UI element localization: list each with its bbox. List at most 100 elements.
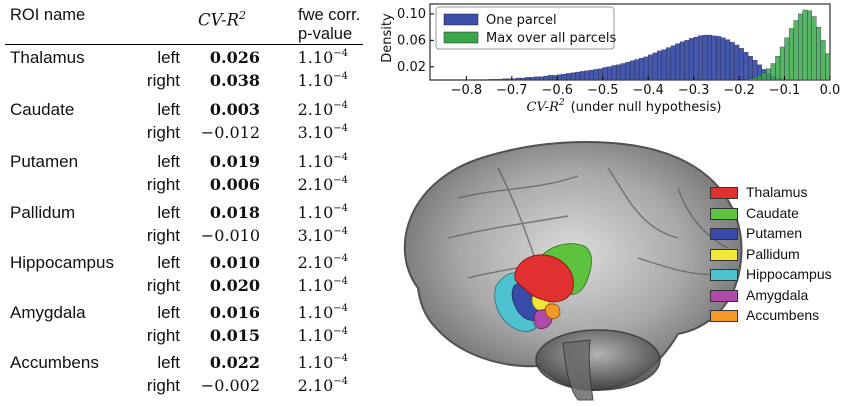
- histogram-bar: [553, 75, 558, 80]
- histogram-bar: [762, 73, 767, 80]
- histogram-bar: [689, 38, 694, 80]
- histogram-bar: [571, 73, 576, 80]
- y-tick-label: 0.02: [397, 60, 426, 75]
- x-tick-label: −0.8: [451, 83, 483, 98]
- hemisphere-cell: left: [130, 152, 180, 172]
- pvalue-cell: 1.10−4: [272, 48, 348, 67]
- legend-swatch: [710, 228, 738, 240]
- pvalue-exponent: −4: [333, 175, 348, 186]
- pvalue-mantissa: 1.10: [298, 203, 334, 222]
- brain-3d-image: [378, 128, 843, 402]
- pvalue-mantissa: 2.10: [298, 100, 334, 119]
- x-tick-label: −0.7: [496, 83, 528, 98]
- histogram-bar: [671, 46, 676, 80]
- histogram-bar: [807, 11, 812, 80]
- histogram-bar: [812, 17, 817, 80]
- x-tick-label: −0.6: [541, 83, 573, 98]
- header-pvalue-line2: p-value: [298, 25, 352, 44]
- cv-r2-cell: 0.022: [188, 353, 260, 372]
- hemisphere-cell: left: [130, 353, 180, 373]
- pvalue-mantissa: 3.10: [298, 123, 334, 142]
- histogram-bar: [789, 28, 794, 80]
- histogram-bar: [748, 79, 753, 80]
- histogram-bar: [644, 57, 649, 80]
- histogram-bar: [498, 79, 503, 80]
- histogram-bar: [639, 58, 644, 80]
- pvalue-cell: 2.10−4: [272, 100, 348, 119]
- histogram-bar: [716, 36, 721, 80]
- histogram-bar: [739, 48, 744, 80]
- x-tick-label: −0.3: [678, 83, 710, 98]
- histogram-bar: [798, 14, 803, 80]
- histogram-bar: [616, 65, 621, 80]
- roi-name-cell: Caudate: [10, 100, 74, 120]
- hemisphere-cell: right: [130, 71, 180, 91]
- histogram-bar: [780, 47, 785, 80]
- histogram-bar: [680, 42, 685, 80]
- histogram-bar: [585, 71, 590, 80]
- histogram-legend-swatch: [444, 32, 478, 43]
- histogram-bar: [489, 79, 494, 80]
- pvalue-exponent: −4: [333, 71, 348, 82]
- histogram-bar: [653, 53, 658, 80]
- cv-r2-cell: 0.020: [188, 276, 260, 295]
- hemisphere-cell: left: [130, 253, 180, 273]
- x-tick-label: 0.0: [820, 83, 841, 98]
- histogram-bar: [662, 50, 667, 80]
- hemisphere-cell: right: [130, 175, 180, 195]
- pvalue-cell: 2.10−4: [272, 376, 348, 395]
- histogram-bar: [525, 77, 530, 80]
- histogram-bar: [821, 40, 826, 80]
- legend-swatch: [710, 187, 738, 199]
- brainstem-shape: [563, 340, 593, 400]
- histogram-bar: [539, 77, 544, 80]
- histogram-bar: [598, 69, 603, 80]
- legend-label: Thalamus: [746, 184, 807, 200]
- hemisphere-cell: left: [130, 100, 180, 120]
- pvalue-mantissa: 2.10: [298, 376, 334, 395]
- cv-r2-cell: 0.038: [188, 71, 260, 90]
- pvalue-cell: 1.10−4: [272, 203, 348, 222]
- histogram-bar: [803, 10, 808, 80]
- roi-table: ROI name CV-R2 fwe corr. p-value Thalamu…: [0, 0, 370, 402]
- cv-r2-cell: 0.010: [188, 253, 260, 272]
- histogram-bar: [707, 35, 712, 80]
- x-tick-label: −0.2: [723, 83, 755, 98]
- histogram-bar: [503, 79, 508, 80]
- y-tick-label: 0.06: [397, 33, 426, 48]
- pvalue-cell: 1.10−4: [272, 276, 348, 295]
- histogram-bar: [712, 36, 717, 80]
- hemisphere-cell: left: [130, 203, 180, 223]
- histogram-bar: [566, 73, 571, 80]
- pvalue-exponent: −4: [333, 48, 348, 59]
- hemisphere-cell: right: [130, 326, 180, 346]
- pvalue-mantissa: 2.10: [298, 253, 334, 272]
- histogram-bar: [594, 69, 599, 80]
- x-tick-label: −0.5: [587, 83, 619, 98]
- pvalue-exponent: −4: [333, 203, 348, 214]
- histogram-bar: [657, 51, 662, 80]
- histogram-bar: [562, 74, 567, 80]
- histogram-bar: [794, 21, 799, 80]
- legend-label: Accumbens: [746, 307, 819, 323]
- roi-name-cell: Accumbens: [10, 353, 99, 373]
- roi-name-cell: Amygdala: [10, 303, 86, 323]
- cv-r2-cell: 0.016: [188, 303, 260, 322]
- x-axis-label-sup: 2: [558, 98, 565, 108]
- cv-r2-cell: 0.026: [188, 48, 260, 67]
- cv-r2-cell: 0.006: [188, 175, 260, 194]
- x-axis-label-math: CV-R: [527, 100, 560, 115]
- histogram-bar: [735, 45, 740, 80]
- pvalue-cell: 3.10−4: [272, 226, 348, 245]
- x-tick-label: −0.1: [769, 83, 801, 98]
- pvalue-cell: 1.10−4: [272, 303, 348, 322]
- histogram-bar: [753, 77, 758, 80]
